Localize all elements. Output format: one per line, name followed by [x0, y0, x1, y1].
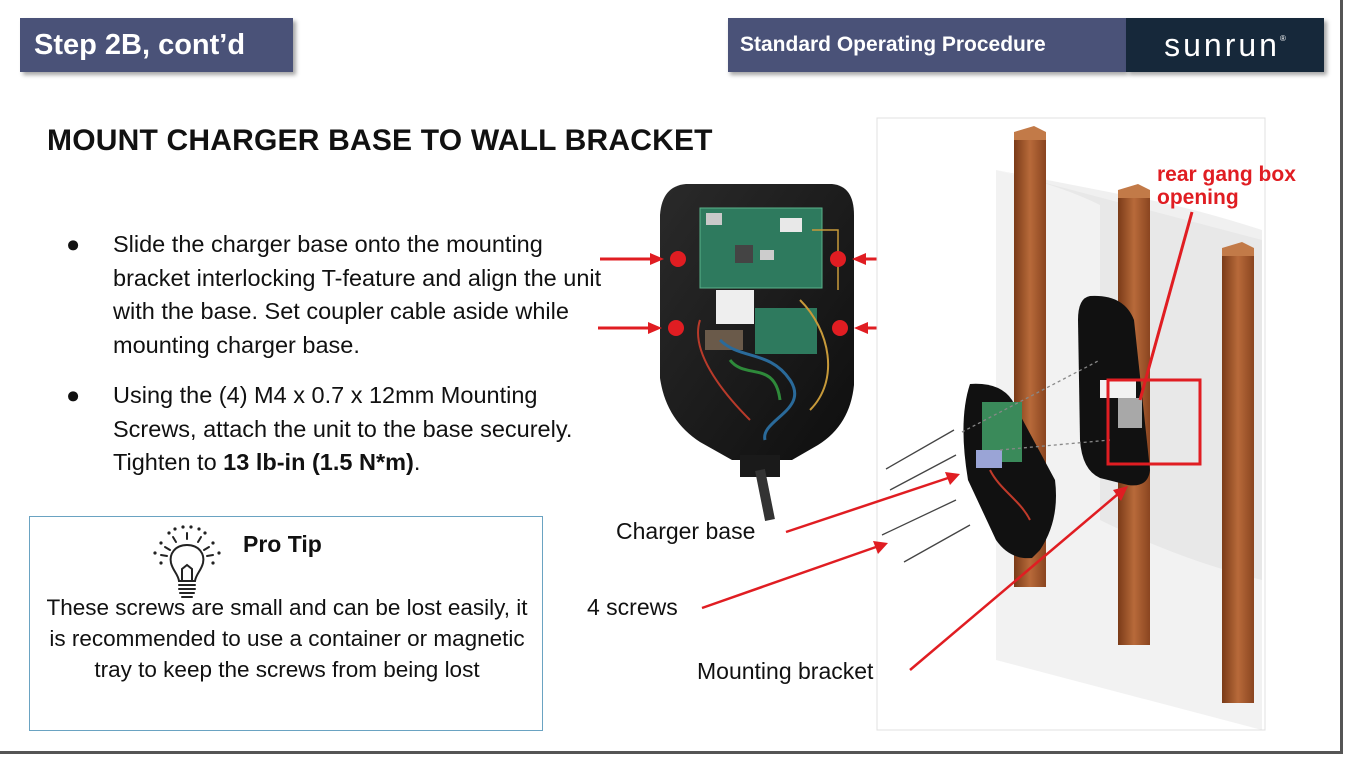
instruction-item: ● Using the (4) M4 x 0.7 x 12mm Mounting…	[60, 379, 605, 480]
step-label: Step 2B, cont’d	[20, 18, 293, 72]
instruction-text-end: .	[413, 449, 421, 475]
screw-hole-markers	[668, 251, 848, 336]
mounting-diagram	[876, 117, 1266, 731]
sop-header: Standard Operating Procedure	[728, 18, 1126, 72]
sunrun-logo: sunrun®	[1126, 18, 1324, 72]
bullet-icon: ●	[66, 382, 81, 408]
pro-tip-title: Pro Tip	[243, 531, 322, 557]
bullet-icon: ●	[66, 231, 81, 257]
instruction-text: Using the (4) M4 x 0.7 x 12mm Mounting S…	[113, 382, 573, 475]
logo-text: sunrun	[1164, 27, 1280, 63]
pro-tip-box: Pro Tip These screws are small and can b…	[29, 516, 543, 731]
instruction-text: Slide the charger base onto the mounting…	[113, 231, 602, 358]
callout-arrows	[701, 472, 1128, 671]
charger-base-label: Charger base	[616, 518, 756, 544]
screws-label: 4 screws	[587, 594, 678, 620]
gang-box-label: rear gang box opening	[1157, 163, 1296, 209]
lightbulb-icon	[153, 525, 221, 598]
mounting-bracket-label: Mounting bracket	[697, 658, 874, 684]
torque-spec: 13 lb-in (1.5 N*m)	[223, 449, 414, 475]
instruction-item: ● Slide the charger base onto the mounti…	[60, 228, 605, 362]
instruction-list: ● Slide the charger base onto the mounti…	[60, 228, 605, 497]
page-title: MOUNT CHARGER BASE TO WALL BRACKET	[47, 124, 713, 157]
pro-tip-text: These screws are small and can be lost e…	[46, 595, 528, 682]
charger-photo	[660, 184, 854, 521]
